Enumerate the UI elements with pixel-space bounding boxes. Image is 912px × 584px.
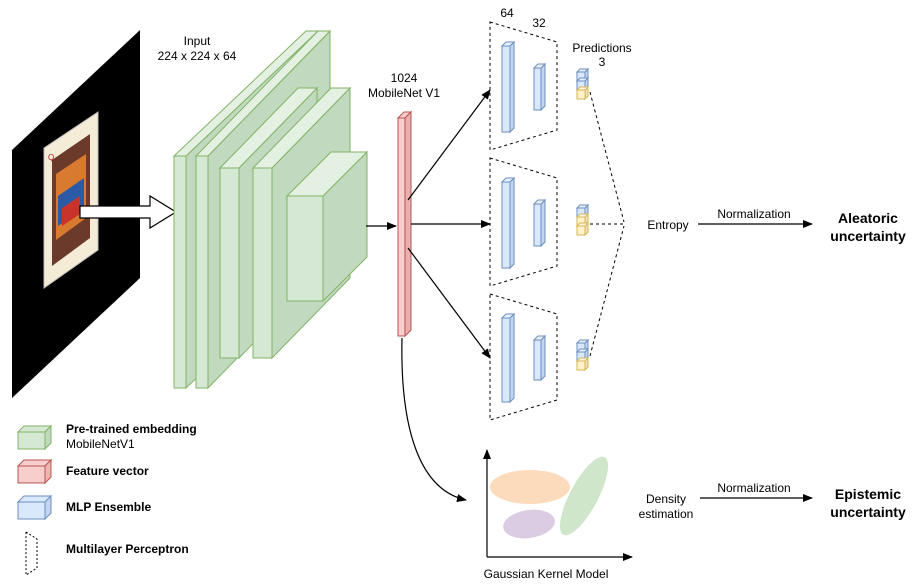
- prediction-link-3: [589, 225, 625, 357]
- feature-name-label: MobileNet V1: [368, 86, 440, 100]
- arrow-to-mlp-3: [407, 247, 491, 359]
- prediction-cell: [575, 85, 590, 101]
- input-title: Input: [184, 34, 211, 48]
- density-line2: estimation: [639, 507, 694, 521]
- gaussian-model-label: Gaussian Kernel Model: [484, 567, 609, 581]
- legend-pretrained-label: Pre-trained embedding: [66, 422, 197, 436]
- legend-feature-vector-label: Feature vector: [66, 464, 149, 478]
- normalization-bottom-label: Normalization: [717, 481, 790, 495]
- embedding-block-5: [285, 150, 369, 303]
- ellipse-orange: [490, 470, 570, 504]
- playing-card-icon: Q: [43, 111, 99, 289]
- mlp-layer2-label: 32: [532, 16, 546, 30]
- prediction-link-1: [589, 91, 625, 223]
- arrow-to-mlp-1: [407, 89, 491, 201]
- legend-pretrained-sub: MobileNetV1: [66, 437, 135, 451]
- epistemic-line2: uncertainty: [830, 504, 906, 520]
- svg-text:Q: Q: [48, 153, 54, 162]
- mlp-layer-32: [532, 334, 547, 382]
- mlp-1: [489, 21, 590, 151]
- mlp-layer-32: [532, 198, 547, 248]
- legend-blue-cube-icon: [16, 494, 53, 521]
- aleatoric-line1: Aleatoric: [838, 210, 898, 226]
- prediction-cell: [575, 356, 590, 372]
- legend-mlp-ensemble-label: MLP Ensemble: [66, 500, 151, 514]
- prediction-cell: [575, 221, 590, 237]
- mlp-layer-64: [500, 40, 516, 134]
- input-dims: 224 x 224 x 64: [158, 49, 237, 63]
- entropy-label: Entropy: [647, 218, 688, 232]
- legend-perceptron-icon: [25, 531, 38, 576]
- density-line1: Density: [646, 492, 686, 506]
- mlp-3: [489, 293, 590, 421]
- legend-green-cube-icon: [16, 424, 53, 451]
- input-arrow: [79, 194, 178, 230]
- predictions-title: Predictions: [572, 41, 631, 55]
- legend-perceptron-label: Multilayer Perceptron: [66, 542, 189, 556]
- normalization-top-label: Normalization: [717, 207, 790, 221]
- legend: Pre-trained embedding MobileNetV1 Featur…: [16, 422, 197, 576]
- mlp-layer-64: [500, 176, 516, 270]
- gaussian-kernel-plot: [483, 449, 633, 561]
- aleatoric-line2: uncertainty: [830, 228, 906, 244]
- mlp-2: [489, 157, 590, 287]
- input-image: Q: [12, 30, 140, 398]
- mlp-outline: [489, 293, 558, 421]
- mlp-outline: [489, 157, 558, 287]
- feature-vector-bar: [396, 110, 413, 338]
- arrow-to-gaussian-model: [401, 337, 467, 502]
- epistemic-line1: Epistemic: [835, 486, 901, 502]
- mlp-ensemble: [489, 21, 590, 421]
- feature-size-label: 1024: [391, 71, 418, 85]
- mlp-layer1-label: 64: [500, 6, 514, 20]
- ellipse-green: [559, 456, 609, 536]
- mlp-layer-64: [500, 312, 516, 404]
- legend-red-cube-icon: [16, 458, 53, 485]
- ellipse-purple: [503, 509, 555, 539]
- mlp-layer-32: [532, 62, 547, 112]
- pretrained-embedding-blocks: [172, 29, 369, 390]
- mlp-outline: [489, 21, 558, 151]
- predictions-count: 3: [599, 55, 606, 69]
